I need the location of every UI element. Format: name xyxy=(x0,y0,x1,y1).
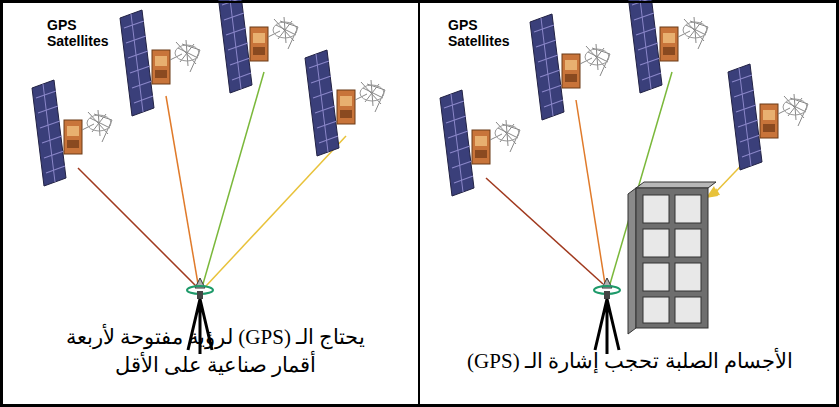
gps-satellite xyxy=(728,64,808,170)
panel-caption: الأجسام الصلبة تحجب إشارة الـ (GPS) xyxy=(430,347,830,375)
gps-satellite xyxy=(305,50,385,156)
gps-receiver xyxy=(594,278,620,354)
gps-satellite xyxy=(440,90,520,196)
satellites-label: GPS Satellites xyxy=(448,17,518,49)
signal-lines xyxy=(486,72,756,284)
panel-caption: يحتاج الـ (GPS) لرؤية مفتوحة لأربعة أقما… xyxy=(48,323,383,379)
gps-satellite xyxy=(218,0,298,93)
figure-panel: GPS Satellites الأجسام الصلبة تحجب إشارة … xyxy=(418,1,838,406)
gps-satellite xyxy=(628,0,708,93)
gps-satellite xyxy=(120,10,200,116)
satellites-label: GPS Satellites xyxy=(47,17,117,49)
gps-satellite xyxy=(32,80,112,186)
building xyxy=(628,182,716,334)
gps-satellite xyxy=(530,14,610,120)
figure-panel: GPS Satellites يحتاج الـ (GPS) لرؤية مفتو… xyxy=(1,1,420,406)
signal-lines xyxy=(78,72,346,286)
